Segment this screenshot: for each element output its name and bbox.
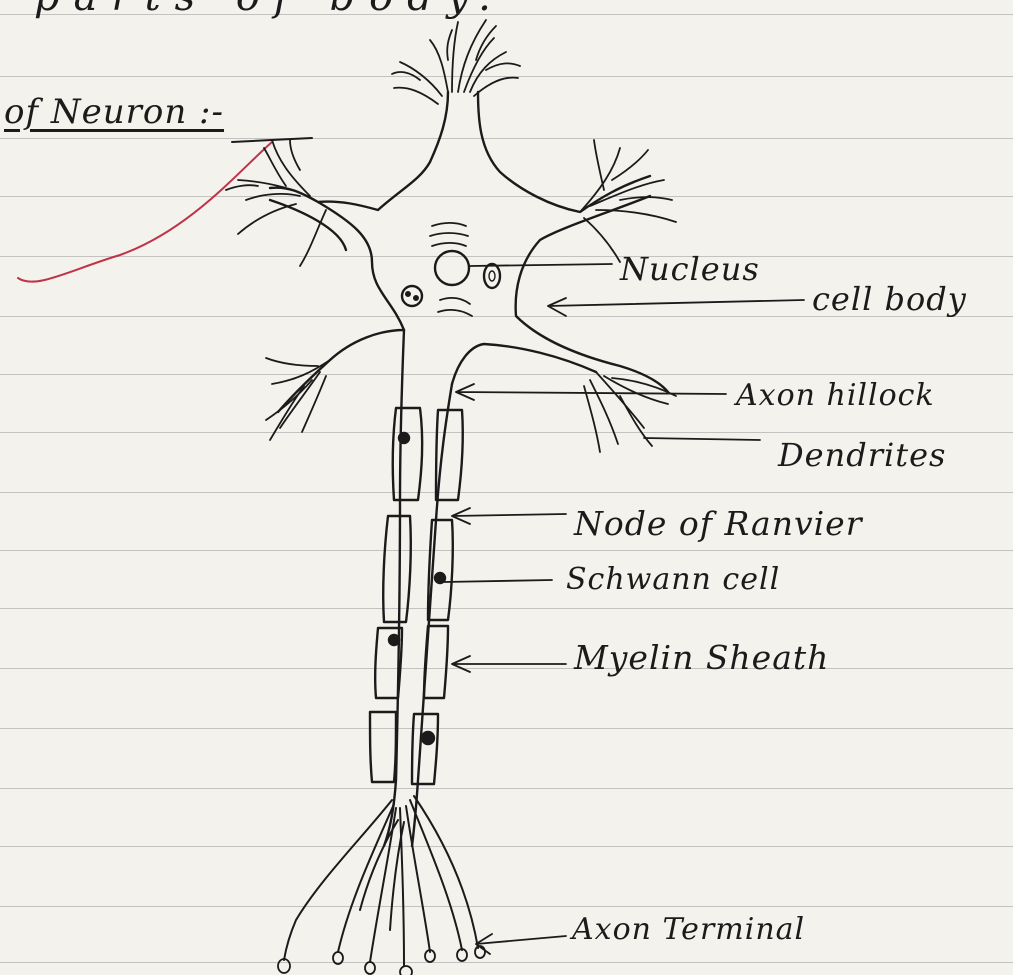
mitochondrion: [484, 264, 500, 288]
cell-body-pointer: [548, 298, 804, 316]
axon-terminal-pointer: [476, 934, 566, 954]
axon-right-edge: [412, 384, 452, 846]
myelin-segment: [370, 712, 396, 782]
label-myelin-sheath: Myelin Sheath: [574, 638, 829, 677]
schwann-nucleus: [389, 635, 399, 645]
er-fold: [438, 298, 472, 316]
golgi-body: [430, 223, 468, 246]
myelin-sheath-pointer: [452, 656, 566, 672]
label-dendrites: Dendrites: [778, 436, 946, 474]
label-nucleus: Nucleus: [620, 250, 760, 288]
margin-pen-stroke: [18, 142, 272, 282]
synaptic-knobs: [278, 946, 485, 975]
dendrites-right: [580, 140, 676, 262]
dendrites-pointer: [644, 438, 760, 440]
label-node-of-ranvier: Node of Ranvier: [574, 504, 863, 543]
label-axon-terminal: Axon Terminal: [572, 912, 805, 947]
label-axon-hillock: Axon hillock: [736, 378, 935, 413]
label-schwann-cell: Schwann cell: [566, 562, 780, 597]
schwann-cell-pointer: [444, 580, 552, 582]
schwann-nucleus: [422, 732, 434, 744]
nucleus-shape: [435, 251, 469, 285]
dendrites-lower-right: [584, 372, 676, 452]
node-of-ranvier-pointer: [452, 508, 566, 524]
label-cell-body: cell body: [812, 280, 967, 318]
myelin-segment: [393, 408, 422, 500]
vesicle: [402, 286, 422, 306]
soma-outline: [270, 92, 668, 412]
schwann-nucleus: [399, 433, 409, 443]
dendrites-top: [392, 20, 520, 104]
myelin-segment: [383, 516, 411, 622]
axon-terminal-branches: [284, 796, 478, 966]
axon-hillock-pointer: [456, 384, 726, 400]
